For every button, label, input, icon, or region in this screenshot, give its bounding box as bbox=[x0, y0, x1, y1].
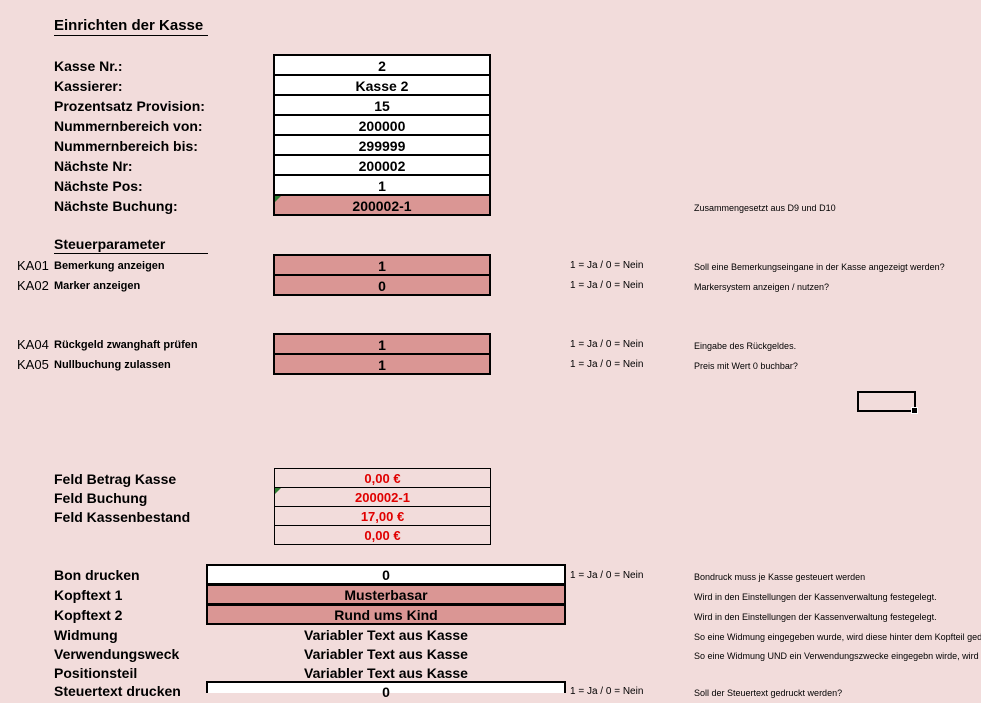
label-feld-buchung: Feld Buchung bbox=[54, 490, 148, 506]
note-verwendungszweck: So eine Widmung UND ein Verwendungszweck… bbox=[694, 651, 981, 661]
hint-rueckgeld: 1 = Ja / 0 = Nein bbox=[570, 339, 644, 350]
selected-cell[interactable] bbox=[857, 391, 916, 412]
label-feld-kassenbestand: Feld Kassenbestand bbox=[54, 509, 191, 525]
note-kopftext-2: Wird in den Einstellungen der Kassenverw… bbox=[694, 612, 937, 622]
cell-kasse-nr[interactable]: 2 bbox=[273, 54, 491, 76]
code-ka02: KA02 bbox=[17, 278, 49, 293]
cell-feld-extra[interactable]: 0,00 € bbox=[274, 525, 491, 545]
label-widmung: Widmung bbox=[54, 627, 118, 643]
code-ka04: KA04 bbox=[17, 337, 49, 352]
note-rueckgeld: Eingabe des Rückgeldes. bbox=[694, 341, 797, 351]
cell-nullbuchung[interactable]: 1 bbox=[273, 353, 491, 375]
section-title-steuerparameter: Steuerparameter bbox=[54, 236, 208, 254]
cell-marker[interactable]: 0 bbox=[273, 274, 491, 296]
note-nullbuchung: Preis mit Wert 0 buchbar? bbox=[694, 361, 798, 371]
label-feld-betrag: Feld Betrag Kasse bbox=[54, 471, 177, 487]
label-naechste-buchung: Nächste Buchung: bbox=[54, 198, 178, 214]
label-bemerkung: Bemerkung anzeigen bbox=[54, 260, 165, 272]
note-naechste-buchung: Zusammengesetzt aus D9 und D10 bbox=[694, 203, 836, 213]
hint-nullbuchung: 1 = Ja / 0 = Nein bbox=[570, 359, 644, 370]
cell-rueckgeld[interactable]: 1 bbox=[273, 333, 491, 355]
code-ka05: KA05 bbox=[17, 357, 49, 372]
hint-marker: 1 = Ja / 0 = Nein bbox=[570, 280, 644, 291]
label-steuertext-drucken: Steuertext drucken bbox=[54, 683, 181, 699]
label-rueckgeld: Rückgeld zwanghaft prüfen bbox=[54, 339, 198, 351]
label-kopftext-2: Kopftext 2 bbox=[54, 607, 123, 623]
cell-steuertext-drucken[interactable]: 0 bbox=[206, 681, 566, 700]
label-naechste-pos: Nächste Pos: bbox=[54, 178, 143, 194]
label-bon-drucken: Bon drucken bbox=[54, 567, 140, 583]
formula-indicator-icon bbox=[275, 488, 281, 494]
note-widmung: So eine Widmung eingegeben wurde, wird d… bbox=[694, 632, 981, 642]
cell-feld-kassenbestand[interactable]: 17,00 € bbox=[274, 506, 491, 526]
value-widmung: Variabler Text aus Kasse bbox=[304, 627, 468, 643]
cell-naechste-pos[interactable]: 1 bbox=[273, 174, 491, 196]
cell-nummer-bis[interactable]: 299999 bbox=[273, 134, 491, 156]
cell-bemerkung[interactable]: 1 bbox=[273, 254, 491, 276]
cell-feld-betrag[interactable]: 0,00 € bbox=[274, 468, 491, 488]
value-verwendungszweck: Variabler Text aus Kasse bbox=[304, 646, 468, 662]
label-positionsteil: Positionsteil bbox=[54, 665, 138, 681]
note-marker: Markersystem anzeigen / nutzen? bbox=[694, 282, 830, 292]
label-nullbuchung: Nullbuchung zulassen bbox=[54, 359, 171, 371]
value-positionsteil: Variabler Text aus Kasse bbox=[304, 665, 468, 681]
cell-bon-drucken[interactable]: 0 bbox=[206, 564, 566, 585]
hint-bemerkung: 1 = Ja / 0 = Nein bbox=[570, 260, 644, 271]
note-steuertext-drucken: Soll der Steuertext gedruckt werden? bbox=[694, 688, 843, 698]
cell-naechste-buchung[interactable]: 200002-1 bbox=[273, 194, 491, 216]
label-verwendungszweck: Verwendungsweck bbox=[54, 646, 180, 662]
cell-kopftext-1[interactable]: Musterbasar bbox=[206, 584, 566, 605]
cell-feld-buchung[interactable]: 200002-1 bbox=[274, 487, 491, 507]
hint-bon-drucken: 1 = Ja / 0 = Nein bbox=[570, 570, 644, 581]
label-nummer-von: Nummernbereich von: bbox=[54, 118, 203, 134]
cell-kopftext-2[interactable]: Rund ums Kind bbox=[206, 604, 566, 625]
fill-handle[interactable] bbox=[911, 407, 918, 414]
label-kasse-nr: Kasse Nr.: bbox=[54, 58, 123, 74]
cell-nummer-von[interactable]: 200000 bbox=[273, 114, 491, 136]
formula-indicator-icon bbox=[275, 196, 281, 202]
cell-provision[interactable]: 15 bbox=[273, 94, 491, 116]
note-kopftext-1: Wird in den Einstellungen der Kassenverw… bbox=[694, 592, 937, 602]
cell-naechste-nr[interactable]: 200002 bbox=[273, 154, 491, 176]
label-kopftext-1: Kopftext 1 bbox=[54, 587, 123, 603]
code-ka01: KA01 bbox=[17, 258, 49, 273]
note-bemerkung: Soll eine Bemerkungseingane in der Kasse… bbox=[694, 262, 945, 272]
hint-steuertext-drucken: 1 = Ja / 0 = Nein bbox=[570, 686, 644, 697]
cell-kassierer[interactable]: Kasse 2 bbox=[273, 74, 491, 96]
note-bon-drucken: Bondruck muss je Kasse gesteuert werden bbox=[694, 572, 866, 582]
label-nummer-bis: Nummernbereich bis: bbox=[54, 138, 198, 154]
label-kassierer: Kassierer: bbox=[54, 78, 123, 94]
page-title: Einrichten der Kasse bbox=[54, 17, 208, 36]
label-provision: Prozentsatz Provision: bbox=[54, 98, 205, 114]
label-marker: Marker anzeigen bbox=[54, 280, 141, 292]
label-naechste-nr: Nächste Nr: bbox=[54, 158, 133, 174]
